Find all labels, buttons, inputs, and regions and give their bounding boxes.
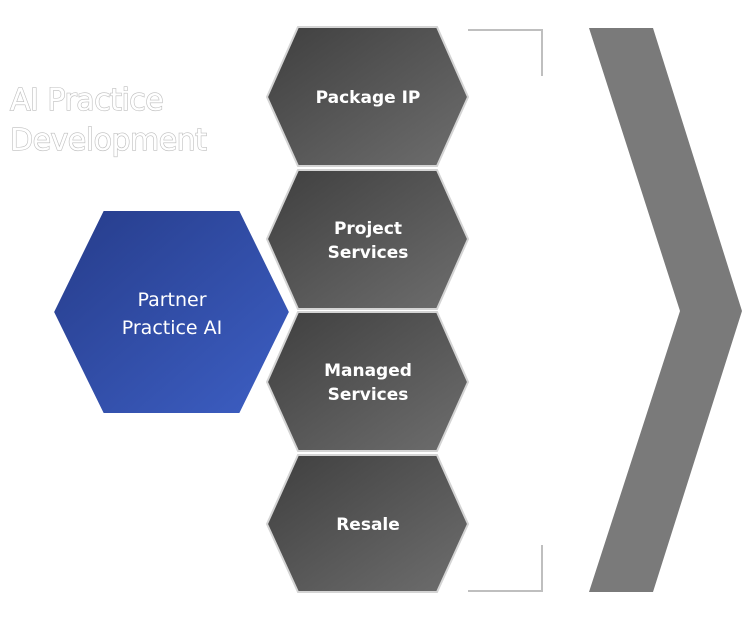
core-hexagon: Partner Practice AI [51, 209, 292, 415]
offering-hexagon-managed-services: Managed Services [265, 311, 470, 452]
offering-label-line1: Project [334, 219, 402, 239]
offering-hexagon-shape [265, 454, 470, 593]
offering-label-line2: Services [328, 385, 409, 405]
offering-hexagon-package-ip: Package IP [265, 26, 470, 167]
offering-hexagon-shape [265, 26, 470, 167]
offering-hexagon-resale: Resale [265, 454, 470, 593]
chevron-arrow-icon [589, 28, 742, 592]
core-hexagon-label-line2: Practice AI [122, 317, 223, 339]
offering-label-line1: Resale [336, 515, 400, 535]
core-hexagon-label-line1: Partner [137, 289, 206, 311]
offering-label-line2: Services [328, 243, 409, 263]
diagram-title-line2: Development [10, 123, 207, 158]
offering-label-line1: Managed [324, 361, 412, 381]
offering-hexagon-shape [265, 169, 470, 310]
offering-hexagon-project-services: Project Services [265, 169, 470, 310]
offerings-bracket [468, 29, 543, 592]
core-hexagon-shape [51, 209, 292, 415]
diagram-title-line1: AI Practice [10, 83, 163, 118]
offering-label-line1: Package IP [316, 88, 421, 108]
offering-hexagon-shape [265, 311, 470, 452]
